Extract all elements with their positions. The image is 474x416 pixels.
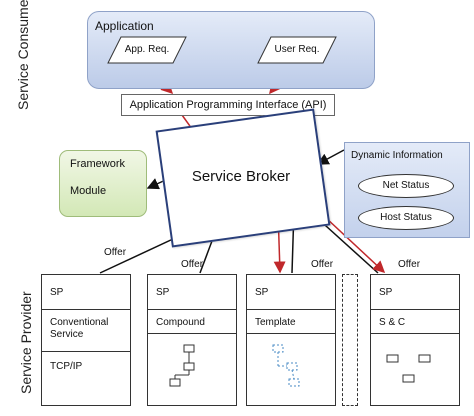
provider-name: S & C [379, 317, 406, 328]
divider [247, 333, 335, 334]
template-structure-icon [272, 344, 300, 387]
provider-sc: SP S & C [370, 274, 460, 406]
provider-name: Conventional Service [50, 317, 109, 340]
offer-label: Offer [398, 259, 421, 270]
offer-label: Offer [311, 259, 334, 270]
divider [371, 333, 459, 334]
sp-label: SP [156, 287, 170, 298]
sp-label: SP [50, 287, 64, 298]
offer-label: Offer [181, 259, 204, 270]
divider [42, 309, 130, 310]
application-title: Application [95, 19, 154, 33]
provider-protocol: TCP/IP [50, 361, 83, 372]
sc-components-icon [386, 354, 431, 383]
divider [371, 309, 459, 310]
api-bar: Application Programming Interface (API) [121, 94, 335, 116]
divider [42, 351, 130, 352]
net-status-oval: Net Status [358, 174, 454, 198]
arrow-dynamic-to-broker [316, 149, 345, 165]
service-consumer-label: Service Consumer [15, 0, 31, 110]
framework-module-box [59, 150, 147, 217]
divider [247, 309, 335, 310]
app-request-label: App. Req. [124, 44, 170, 55]
framework-label: Framework [70, 158, 126, 170]
provider-conventional: SP Conventional Service TCP/IP [41, 274, 131, 406]
sp-label: SP [379, 287, 393, 298]
user-request-label: User Req. [274, 44, 320, 55]
parallelogram-shape [257, 36, 337, 64]
compound-structure-icon [169, 344, 195, 387]
offer-label: Offer [104, 247, 127, 258]
parallelogram-shape [107, 36, 187, 64]
placeholder-provider [342, 274, 358, 406]
host-status-oval: Host Status [358, 206, 454, 230]
service-provider-label: Service Provider [18, 291, 34, 394]
user-request-node: User Req. [257, 36, 337, 64]
provider-name: Compound [156, 317, 205, 328]
app-request-node: App. Req. [107, 36, 187, 64]
provider-compound: SP Compound [147, 274, 237, 406]
divider [148, 333, 236, 334]
module-label: Module [70, 185, 107, 197]
provider-name: Template [255, 317, 296, 328]
service-broker-label: Service Broker [191, 168, 291, 185]
dynamic-information-title: Dynamic Information [351, 150, 443, 161]
sp-label: SP [255, 287, 269, 298]
provider-template: SP Template [246, 274, 336, 406]
divider [148, 309, 236, 310]
